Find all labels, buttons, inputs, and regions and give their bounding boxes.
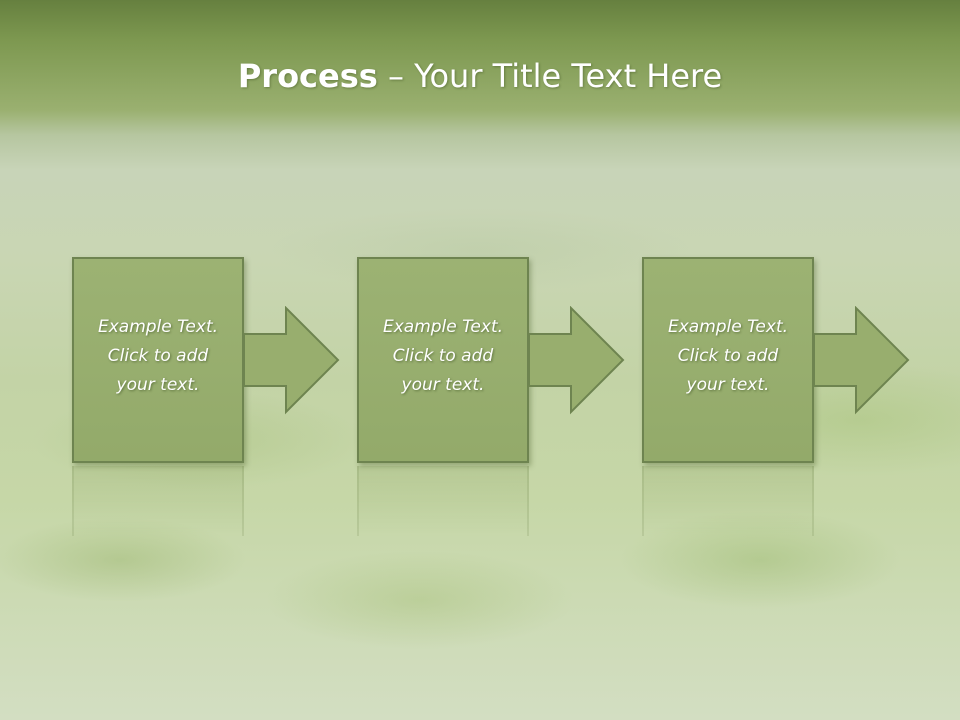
slide-title[interactable]: Process – Your Title Text Here — [0, 52, 960, 100]
title-rest: – Your Title Text Here — [377, 57, 723, 95]
right-arrow-icon — [244, 306, 344, 416]
step-1-reflection — [72, 466, 244, 536]
right-arrow-icon — [814, 306, 914, 416]
step-1-text: Example Text. Click to add your text. — [97, 317, 219, 395]
process-step-1[interactable]: Example Text. Click to add your text. — [72, 257, 244, 463]
process-step-2[interactable]: Example Text. Click to add your text. — [357, 257, 529, 463]
step-3-reflection — [642, 466, 814, 536]
title-bold: Process — [237, 57, 378, 95]
step-2-text: Example Text. Click to add your text. — [382, 317, 504, 395]
step-2-reflection — [357, 466, 529, 536]
step-3-text: Example Text. Click to add your text. — [667, 317, 789, 395]
right-arrow-icon — [529, 306, 629, 416]
process-step-3[interactable]: Example Text. Click to add your text. — [642, 257, 814, 463]
